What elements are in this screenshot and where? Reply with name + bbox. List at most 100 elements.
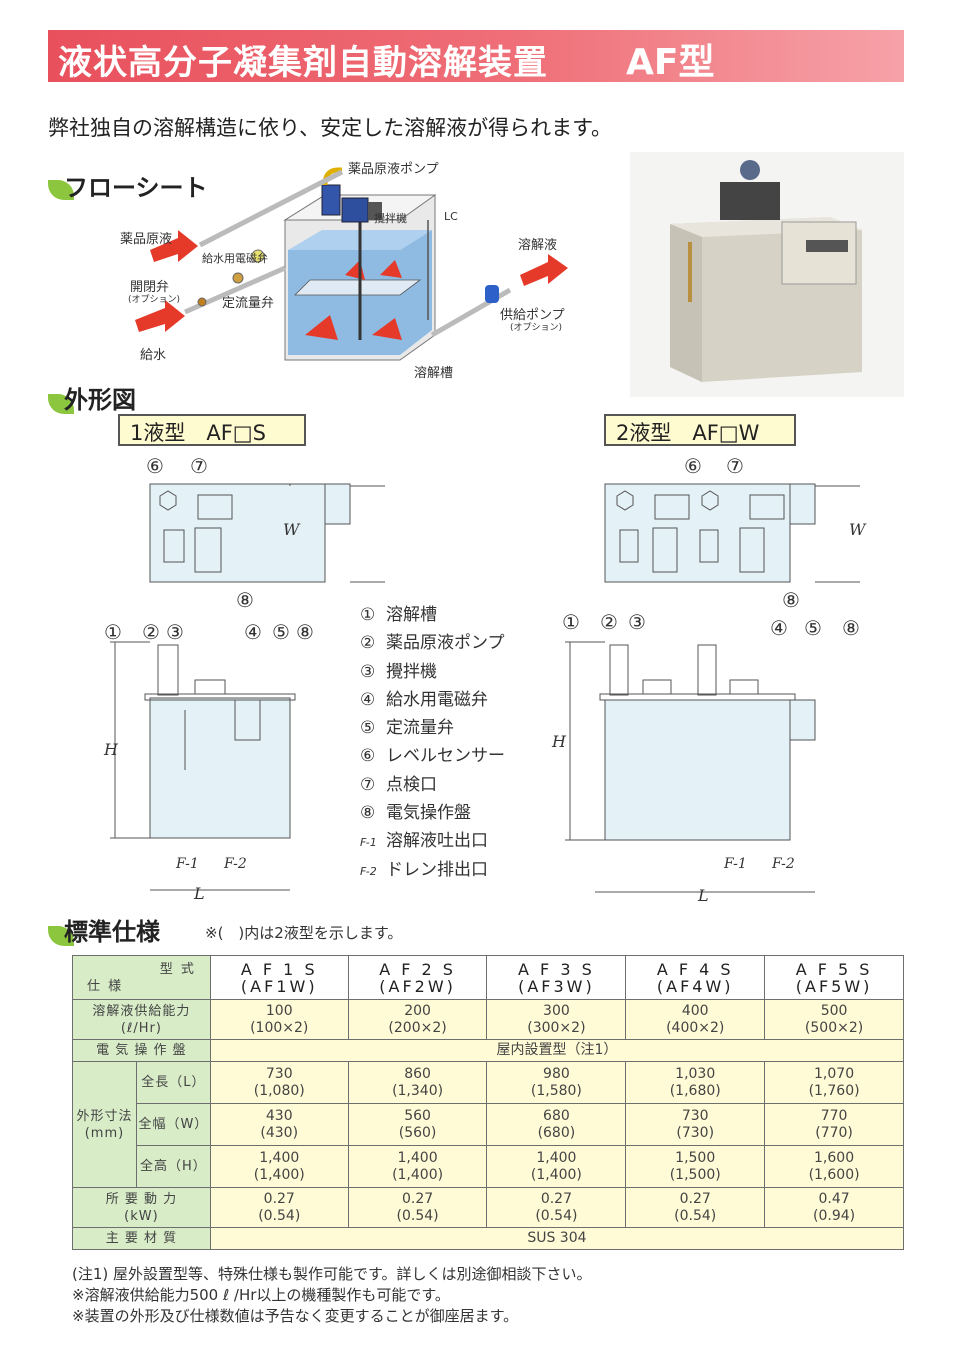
material-label: 主 要 材 質 bbox=[72, 1227, 211, 1250]
page-title-model: AF型 bbox=[626, 42, 715, 83]
marker-3-type1: ③ bbox=[166, 620, 184, 644]
material-value: SUS 304 bbox=[209, 1227, 905, 1250]
marker-3-type2: ③ bbox=[628, 610, 646, 634]
label-chem-pump: 薬品原液ポンプ bbox=[348, 162, 439, 177]
model-header: A F 4 S(AF4W) bbox=[625, 955, 766, 1000]
spec-table: 型 式 仕 様 A F 1 S(AF1W) A F 2 S(AF2W) A F … bbox=[72, 955, 905, 1250]
table-cell: 680(680) bbox=[486, 1103, 627, 1146]
marker-4-type1: ④ bbox=[244, 620, 262, 644]
table-cell: 730(1,080) bbox=[209, 1061, 349, 1104]
table-cell: 1,400(1,400) bbox=[486, 1145, 627, 1188]
label-option: (オプション) bbox=[128, 295, 181, 305]
table-cell: 1,400(1,400) bbox=[209, 1145, 349, 1188]
table-cell: 980(1,580) bbox=[486, 1061, 627, 1104]
table-cell: 0.47(0.94) bbox=[764, 1187, 904, 1228]
marker-5-type1: ⑤ bbox=[272, 620, 290, 644]
table-cell: 0.27(0.54) bbox=[347, 1187, 488, 1228]
table-row: 全幅（W） 430(430) 560(560) 680(680) 730(730… bbox=[73, 1103, 904, 1146]
footnote: (注1) 屋外設置型等、特殊仕様も製作可能です。詳しくは別途御相談下さい。 bbox=[72, 1265, 592, 1283]
footnote: ※装置の外形及び仕様数値は予告なく変更することが御座居ます。 bbox=[72, 1307, 519, 1325]
label-chem: 薬品原液 bbox=[120, 232, 173, 247]
table-cell: 0.27(0.54) bbox=[486, 1187, 627, 1228]
table-row: 溶解液供給能力(ℓ/Hr) 100(100×2) 200(200×2) 300(… bbox=[72, 999, 904, 1040]
leaf-icon bbox=[48, 926, 74, 946]
panel-value: 屋内設置型（注1） bbox=[209, 1039, 905, 1062]
table-row: 所 要 動 力(kW) 0.27(0.54) 0.27(0.54) 0.27(0… bbox=[72, 1187, 904, 1228]
table-cell: 1,600(1,600) bbox=[764, 1145, 904, 1188]
label-lc: LC bbox=[444, 210, 458, 223]
spec-note: ※( )内は2液型を示します。 bbox=[205, 924, 403, 942]
marker-6-type2: ⑥ bbox=[684, 454, 702, 478]
model-header: A F 2 S(AF2W) bbox=[347, 955, 488, 1000]
leaf-icon bbox=[48, 394, 74, 414]
marker-8-type2: ⑧ bbox=[842, 616, 860, 640]
table-row: 外形寸法(mm) 全長（L） 730(1,080) 860(1,340) 980… bbox=[72, 1061, 904, 1188]
marker-8-type1: ⑧ bbox=[296, 620, 314, 644]
lead-text: 弊社独自の溶解構造に依り、安定した溶解液が得られます。 bbox=[48, 116, 613, 140]
table-cell: 860(1,340) bbox=[347, 1061, 488, 1104]
table-row: 型 式 仕 様 A F 1 S(AF1W) A F 2 S(AF2W) A F … bbox=[72, 955, 904, 1000]
product-photo bbox=[630, 152, 904, 397]
spec-heading: 標準仕様 bbox=[64, 918, 160, 946]
table-cell: 560(560) bbox=[347, 1103, 488, 1146]
type2-label: 2液型 AF□W bbox=[604, 414, 796, 446]
model-header: A F 5 S(AF5W) bbox=[764, 955, 904, 1000]
type1-label: 1液型 AF□S bbox=[118, 414, 306, 446]
table-cell: 300(300×2) bbox=[486, 999, 627, 1040]
width-label: 全幅（W） bbox=[135, 1103, 211, 1146]
outline-heading: 外形図 bbox=[64, 386, 136, 414]
label-solution: 溶解液 bbox=[518, 238, 558, 253]
table-cell: 400(400×2) bbox=[625, 999, 766, 1040]
marker-2-type2: ② bbox=[600, 610, 618, 634]
power-label: 所 要 動 力(kW) bbox=[72, 1187, 211, 1228]
dim-f2-type1: F-2 bbox=[224, 856, 247, 872]
label-solenoid: 給水用電磁弁 bbox=[202, 252, 268, 265]
table-corner-cell: 型 式 仕 様 bbox=[72, 955, 211, 1000]
marker-5-type2: ⑤ bbox=[804, 616, 822, 640]
label-mixer: 攪拌機 bbox=[374, 212, 407, 225]
panel-label: 電 気 操 作 盤 bbox=[72, 1039, 211, 1062]
label-tank: 溶解槽 bbox=[414, 366, 454, 381]
leaf-icon bbox=[48, 180, 74, 200]
table-cell: 1,400(1,400) bbox=[347, 1145, 488, 1188]
table-cell: 500(500×2) bbox=[764, 999, 904, 1040]
marker-8-type1-top: ⑧ bbox=[236, 588, 254, 612]
marker-6-type1: ⑥ bbox=[146, 454, 164, 478]
table-cell: 770(770) bbox=[764, 1103, 904, 1146]
marker-4-type2: ④ bbox=[770, 616, 788, 640]
capacity-label: 溶解液供給能力(ℓ/Hr) bbox=[72, 999, 211, 1040]
marker-8-type2-top: ⑧ bbox=[782, 588, 800, 612]
table-cell: 1,030(1,680) bbox=[625, 1061, 766, 1104]
dim-l-type2: L bbox=[698, 886, 709, 905]
length-label: 全長（L） bbox=[135, 1061, 211, 1104]
marker-7-type2: ⑦ bbox=[726, 454, 744, 478]
table-row: 全高（H） 1,400(1,400) 1,400(1,400) 1,400(1,… bbox=[73, 1145, 904, 1188]
title-bar bbox=[48, 30, 904, 82]
table-cell: 1,500(1,500) bbox=[625, 1145, 766, 1188]
marker-7-type1: ⑦ bbox=[190, 454, 208, 478]
dim-l-type1: L bbox=[194, 884, 205, 903]
table-cell: 430(430) bbox=[209, 1103, 349, 1146]
height-label: 全高（H） bbox=[135, 1145, 211, 1188]
label-flow-valve: 定流量弁 bbox=[222, 296, 275, 311]
model-header: A F 3 S(AF3W) bbox=[486, 955, 627, 1000]
table-row: 電 気 操 作 盤 屋内設置型（注1） bbox=[72, 1039, 905, 1062]
flow-sheet-diagram bbox=[135, 167, 568, 361]
marker-2-type1: ② bbox=[142, 620, 160, 644]
table-cell: 1,070(1,760) bbox=[764, 1061, 904, 1104]
marker-1-type2: ① bbox=[562, 610, 580, 634]
label-feed-option: (オプション) bbox=[510, 323, 563, 333]
dim-h-type2: H bbox=[552, 732, 566, 751]
dim-f1-type2: F-1 bbox=[724, 856, 747, 872]
flow-sheet-heading: フローシート bbox=[64, 174, 208, 202]
